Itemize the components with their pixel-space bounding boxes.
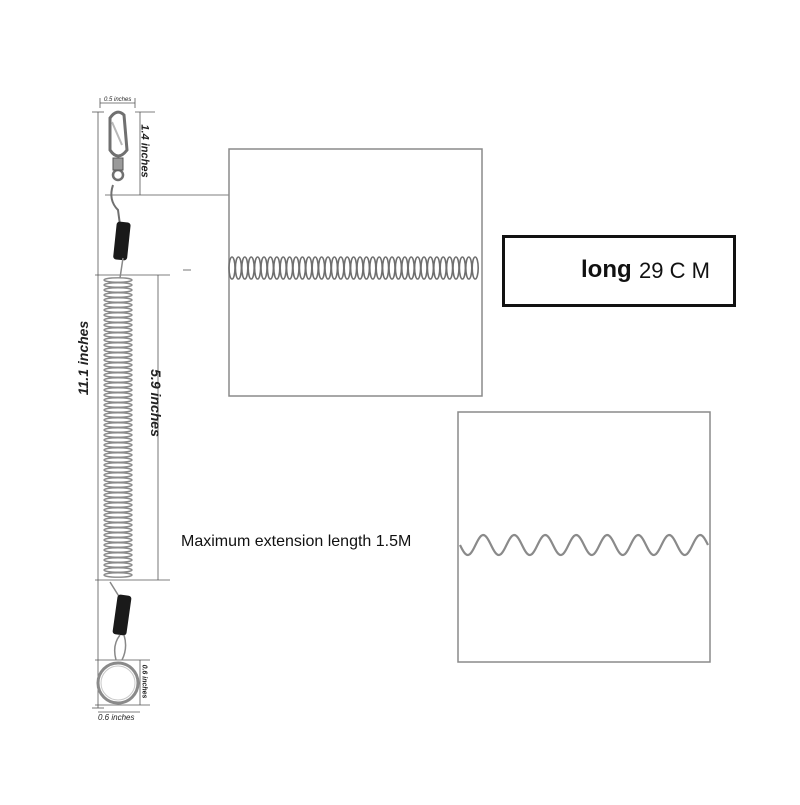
- coil-turn: [103, 522, 133, 528]
- coil-turn: [103, 327, 133, 333]
- coil-turn: [103, 437, 133, 443]
- coil-turn: [103, 527, 133, 533]
- extended-coil: [459, 533, 709, 557]
- coil-turn: [103, 402, 133, 408]
- coil-turn: [103, 572, 133, 578]
- clip-length-label: 1.4 inches: [138, 124, 151, 178]
- coil-turn: [103, 277, 133, 283]
- bottom-sleeve: [112, 594, 132, 636]
- coil-turn: [103, 422, 133, 428]
- snap-clip: [108, 110, 129, 226]
- coil-turn: [103, 357, 133, 363]
- coil-turn: [103, 342, 133, 348]
- coil-turn: [103, 457, 133, 463]
- coil-turn: [103, 382, 133, 388]
- total-length-label: 11.1 inches: [75, 320, 92, 396]
- compact-coil: [228, 256, 480, 280]
- coil-turn: [103, 462, 133, 468]
- coil-turn: [103, 392, 133, 398]
- coil-turn: [103, 562, 133, 568]
- coil-turn: [103, 507, 133, 513]
- coil-turn: [103, 487, 133, 493]
- coil-turn: [103, 302, 133, 308]
- coil-turn: [103, 377, 133, 383]
- length-value: 29 C M: [639, 258, 710, 283]
- coil-turn: [103, 387, 133, 393]
- top-sleeve: [113, 221, 131, 261]
- coil-turn: [103, 287, 133, 293]
- coil-turn: [103, 362, 133, 368]
- coil-turn: [103, 567, 133, 573]
- coil-turn: [103, 537, 133, 543]
- coil-turn: [103, 312, 133, 318]
- compact-coil-turn: [471, 256, 480, 280]
- coil-turn: [103, 347, 133, 353]
- coil-turn: [103, 557, 133, 563]
- coil-turn: [103, 502, 133, 508]
- coil-turn: [103, 482, 133, 488]
- coil-turn: [103, 372, 133, 378]
- coil-turn: [103, 497, 133, 503]
- ring-width-label: 0.6 inches: [98, 713, 135, 722]
- extended-coil-frame: [457, 411, 711, 663]
- coil-turn: [103, 332, 133, 338]
- coil-turn: [103, 472, 133, 478]
- coil-turn: [103, 322, 133, 328]
- coil-turn: [103, 417, 133, 423]
- coil-turn: [103, 407, 133, 413]
- dimension-lines: [92, 98, 240, 713]
- coil-turn: [103, 282, 133, 288]
- coil-turn: [103, 307, 133, 313]
- coil-turn: [103, 492, 133, 498]
- ring-height-label: 0.6 inches: [140, 664, 148, 699]
- coil-turn: [103, 467, 133, 473]
- coil-turn: [103, 352, 133, 358]
- coil-turn: [103, 412, 133, 418]
- coil-turn: [103, 427, 133, 433]
- coil-turn: [103, 442, 133, 448]
- coil-turn: [103, 337, 133, 343]
- coil-turn: [103, 532, 133, 538]
- coil-length-label: 5.9 inches: [147, 369, 164, 437]
- coil-turn: [103, 477, 133, 483]
- key-ring: [96, 661, 140, 705]
- length-box: long 29 C M: [502, 235, 736, 307]
- coil-turn: [103, 447, 133, 453]
- coil-turn: [103, 397, 133, 403]
- coil-turn: [103, 367, 133, 373]
- coil-turn: [103, 297, 133, 303]
- coil-turn: [103, 542, 133, 548]
- extension-label: Maximum extension length 1.5M: [181, 533, 412, 550]
- coil-turn: [103, 452, 133, 458]
- coil-turn: [103, 292, 133, 298]
- coil-turn: [103, 517, 133, 523]
- clip-width-label: 0.5 inches: [104, 97, 132, 103]
- coil-turn: [103, 512, 133, 518]
- coiled-spring: [103, 277, 133, 578]
- length-word: long: [581, 256, 632, 283]
- coil-turn: [103, 552, 133, 558]
- coil-turn: [103, 317, 133, 323]
- coil-turn: [103, 547, 133, 553]
- coil-turn: [103, 432, 133, 438]
